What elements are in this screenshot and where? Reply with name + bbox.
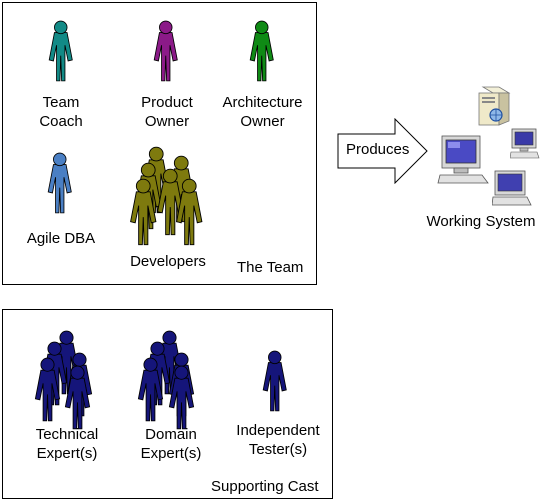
team-coach-label: Team Coach [39,94,83,130]
independent-tester-figure [262,350,288,412]
agile-dba-label: Agile DBA [26,230,96,247]
technical-expert-figure [34,357,60,422]
developer-figure [175,178,203,246]
architecture-owner-label: Architecture Owner [222,94,303,130]
domain-experts-label: Domain Expert(s) [140,426,202,462]
workstation-icon [437,135,489,184]
architecture-owner-figure [249,20,275,82]
domain-expert-figure [137,357,163,422]
desktop-icon [510,128,540,159]
developers-label: Developers [130,253,206,270]
team-coach-figure [48,20,74,82]
produces-arrow [337,118,428,184]
agile-dba-figure [47,152,73,214]
domain-expert-figure [168,365,194,430]
independent-testers-label: Independent Tester(s) [236,422,320,458]
technical-expert-figure [64,365,90,430]
produces-label: Produces [346,141,410,158]
laptop-icon [492,170,532,206]
developer-figure [129,178,157,246]
server-icon [478,86,511,126]
working-system-label: Working System [426,213,536,230]
supporting-cast-box-label: Supporting Cast [211,478,319,495]
team-box-label: The Team [237,259,304,276]
technical-experts-label: Technical Expert(s) [35,426,99,462]
product-owner-label: Product Owner [141,94,193,130]
product-owner-figure [153,20,179,82]
